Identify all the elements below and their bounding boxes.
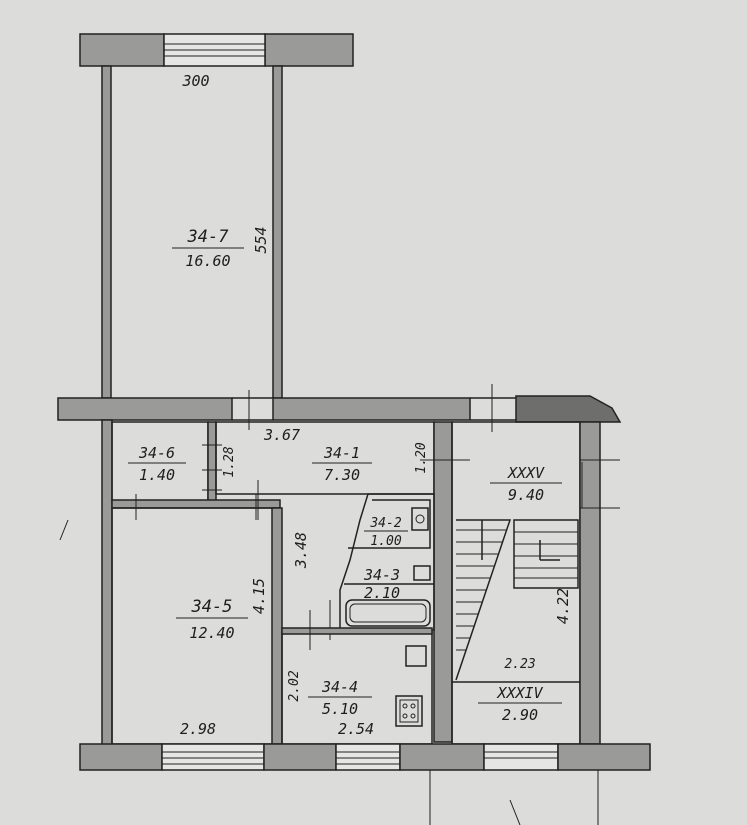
room-34-3-id: 34-3 bbox=[363, 566, 400, 584]
dim-422: 4.22 bbox=[554, 588, 572, 624]
dim-348: 3.48 bbox=[292, 532, 310, 569]
room-34-1-area: 7.30 bbox=[324, 466, 360, 484]
room-34-4-id: 34-4 bbox=[321, 678, 358, 696]
room-xxxv-area: 9.40 bbox=[508, 486, 544, 504]
middle-wall bbox=[57, 384, 622, 432]
room-34-5-id: 34-5 bbox=[191, 597, 233, 617]
room-34-7-walls bbox=[79, 33, 354, 399]
left-wall bbox=[101, 419, 113, 746]
stairwell bbox=[451, 421, 620, 745]
room-34-2-area: 1.00 bbox=[370, 534, 401, 549]
dim-367: 3.67 bbox=[263, 426, 300, 444]
room-xxxiv-area: 2.90 bbox=[502, 706, 538, 724]
room-34-7-area: 16.60 bbox=[185, 252, 230, 270]
dim-128: 1.28 bbox=[222, 446, 237, 477]
stair-steps-left bbox=[455, 519, 512, 681]
dim-223: 2.23 bbox=[504, 657, 535, 672]
room-34-6-area: 1.40 bbox=[139, 466, 175, 484]
bottom-wall bbox=[79, 743, 651, 825]
tick-mark bbox=[59, 519, 69, 541]
room-34-1-id: 34-1 bbox=[323, 444, 360, 462]
dim-554: 554 bbox=[252, 226, 270, 253]
dim-298: 2.98 bbox=[180, 720, 216, 738]
room-labels: 34-7 16.60 34-6 1.40 34-1 7.30 34-2 1.00… bbox=[128, 227, 562, 724]
room-xxxiv-id: XXXIV bbox=[496, 684, 543, 702]
room-34-6-id: 34-6 bbox=[138, 444, 175, 462]
room-34-4-area: 5.10 bbox=[322, 700, 358, 718]
dim-254: 2.54 bbox=[338, 720, 374, 738]
room-xxxv-id: XXXV bbox=[507, 464, 545, 482]
room-34-7-id: 34-7 bbox=[187, 227, 230, 247]
room-34-6-walls bbox=[111, 421, 281, 509]
dim-300: 300 bbox=[181, 72, 209, 90]
room-34-5-area: 12.40 bbox=[189, 624, 234, 642]
room-34-5-walls bbox=[111, 494, 283, 745]
stair-steps-right bbox=[513, 519, 579, 589]
room-34-3-area: 2.10 bbox=[364, 584, 400, 602]
room-34-2-id: 34-2 bbox=[369, 516, 401, 531]
dim-120: 1.20 bbox=[414, 442, 429, 473]
dimension-labels: 300 554 3.67 1.28 1.20 3.48 4.15 2.98 2.… bbox=[180, 72, 572, 738]
dim-202: 2.02 bbox=[287, 670, 302, 701]
dim-415: 4.15 bbox=[250, 578, 268, 614]
